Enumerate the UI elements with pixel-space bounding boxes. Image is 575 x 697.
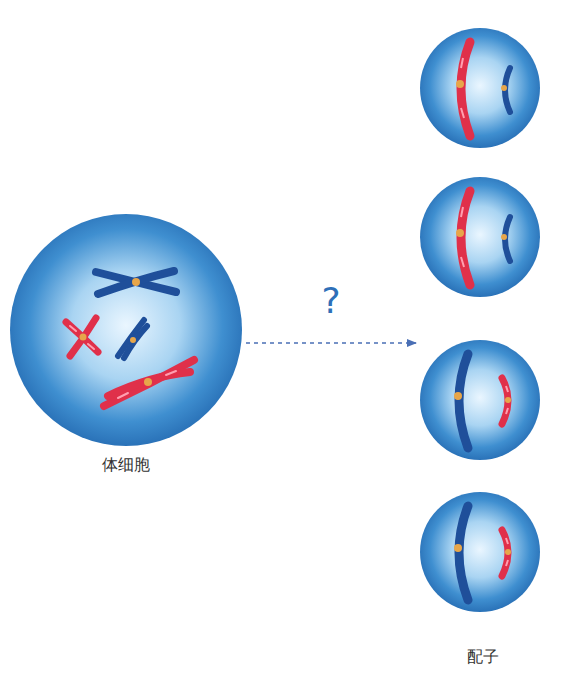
chromosome-small-red — [66, 318, 98, 356]
cell-body — [420, 340, 540, 460]
chromosome-large-blue — [459, 354, 468, 448]
gamete-1 — [420, 28, 540, 148]
gamete-2 — [420, 177, 540, 297]
dashed-arrow — [246, 342, 416, 344]
gamete-4 — [420, 492, 540, 612]
chromosome-large-red — [461, 42, 470, 136]
gamete-group-node: 配子 — [418, 25, 548, 668]
cell-body — [420, 177, 540, 297]
chromosome-large-red — [461, 191, 470, 285]
somatic-cell-node: 体细胞 — [10, 215, 242, 476]
cell-body — [420, 28, 540, 148]
chromosome-large-red — [104, 360, 194, 406]
edge-label: ? — [321, 283, 340, 319]
cell-body — [420, 492, 540, 612]
somatic-cell — [10, 214, 242, 446]
chromosome-small-blue — [118, 320, 147, 358]
chromosome-large-blue — [96, 271, 176, 294]
chromosome-large-blue — [459, 506, 468, 600]
shape-spacer — [10, 215, 242, 455]
shape-spacer — [418, 25, 548, 647]
cell-label: 体细胞 — [10, 455, 242, 476]
cell-label: 配子 — [418, 647, 548, 668]
gamete-3 — [420, 340, 540, 460]
cell-body — [10, 214, 242, 446]
